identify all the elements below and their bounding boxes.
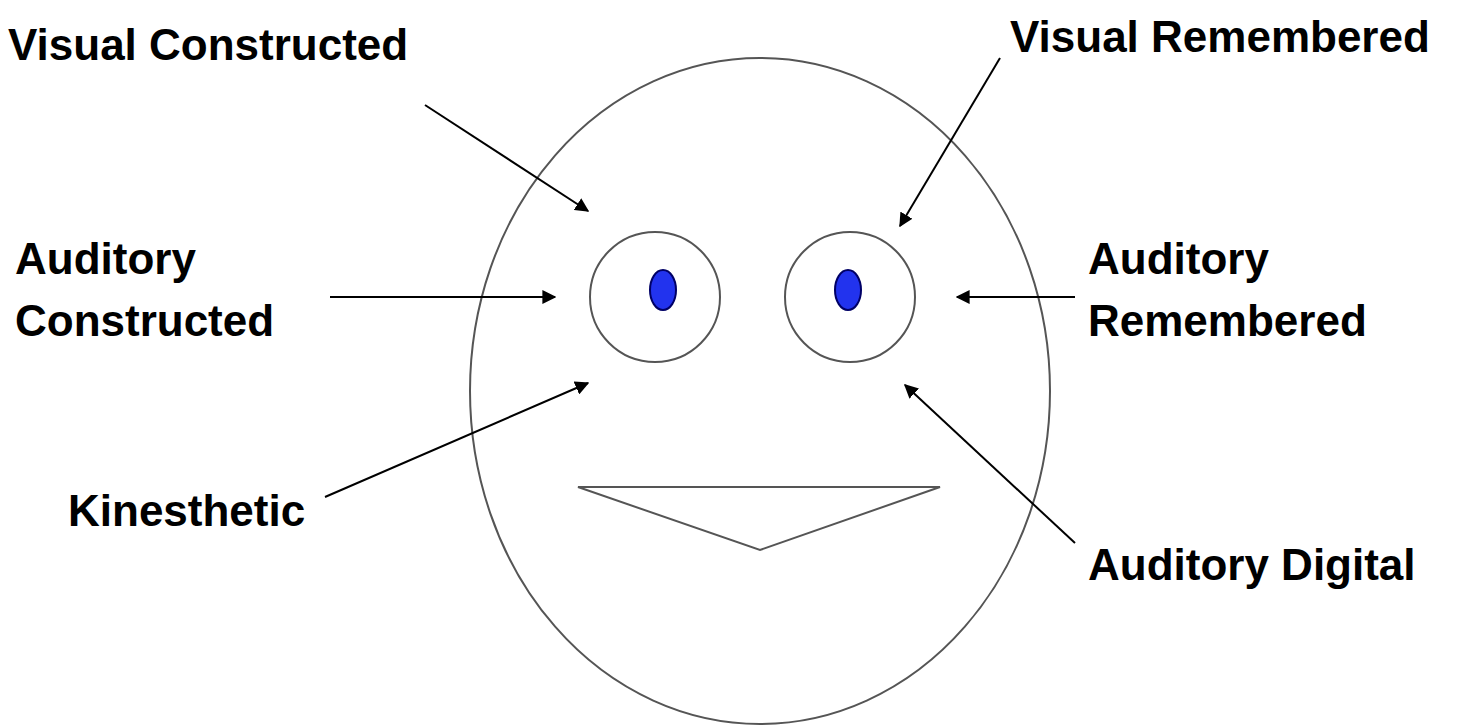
- leader-line: [330, 296, 555, 298]
- pupil-right: [835, 270, 861, 310]
- sense-label: Auditory Constructed: [15, 228, 315, 352]
- leader-line: [900, 58, 1000, 226]
- pupil-left: [650, 270, 676, 310]
- mouth: [578, 487, 940, 550]
- face-outline: [470, 58, 1050, 724]
- sense-label: Auditory Digital: [1088, 534, 1416, 596]
- leader-line: [425, 105, 588, 211]
- sense-label: Auditory Remembered: [1088, 228, 1408, 352]
- sense-label: Kinesthetic: [68, 480, 305, 542]
- leader-line: [905, 385, 1075, 543]
- leader-line: [325, 383, 588, 497]
- leader-line: [957, 296, 1075, 298]
- eye-left: [590, 232, 720, 362]
- sense-label: Visual Remembered: [1010, 6, 1430, 68]
- sense-label: Visual Constructed: [8, 14, 408, 76]
- eye-right: [785, 232, 915, 362]
